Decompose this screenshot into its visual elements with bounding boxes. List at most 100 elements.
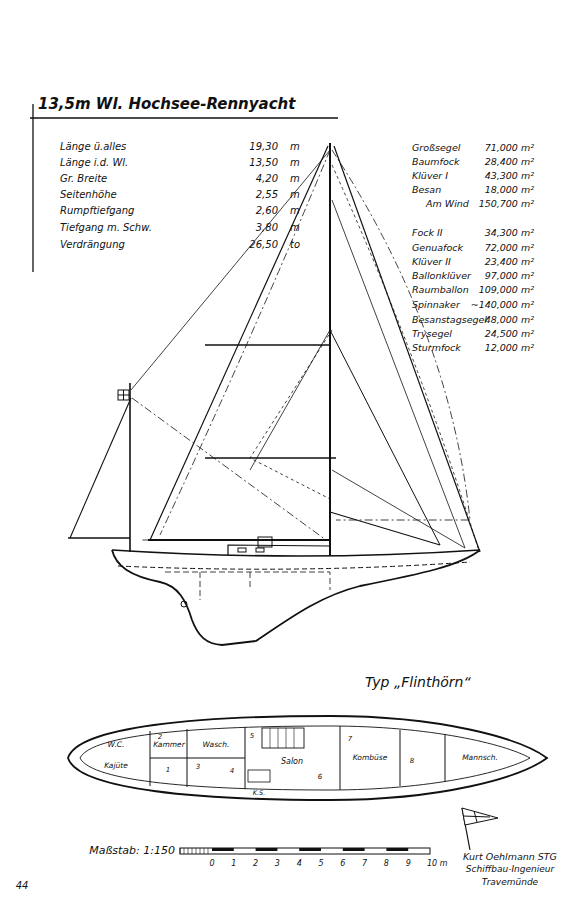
spec-unit: m: [290, 173, 300, 184]
scale-tick: [208, 848, 209, 854]
spec-value: 13,50: [249, 157, 278, 168]
page-number: 44: [16, 880, 29, 891]
spec-name: Seitenhöhe: [60, 189, 117, 200]
sail-name: Besanstagsegel: [412, 315, 487, 325]
triatic-stay: [131, 150, 330, 390]
deck-plan-outline: [68, 716, 547, 800]
genoa-outline: [250, 330, 332, 500]
stair-step: [286, 728, 287, 748]
sail-name: Klüver I: [412, 171, 448, 181]
room-label: Mannsch.: [462, 754, 498, 762]
scale-tick: [184, 848, 185, 854]
spreader-line: [205, 457, 336, 458]
sheer-line: [112, 550, 480, 556]
sail-name: Besan: [412, 185, 441, 195]
sail-name: Ballonklüver: [412, 271, 471, 281]
table-rule: [32, 104, 33, 272]
flag-cross: [123, 390, 124, 400]
scale-tick: [188, 848, 189, 854]
room-label: Kammer: [153, 741, 185, 749]
callout-number: 7: [348, 736, 352, 744]
sail-area: ~140,000 m²: [471, 300, 534, 310]
burgee: [462, 808, 498, 825]
scale-number: 2: [253, 860, 258, 869]
callout-number: 1: [166, 767, 170, 775]
spec-name: Gr. Breite: [60, 173, 107, 184]
spec-name: Tiefgang m. Schw.: [60, 222, 152, 233]
scale-segment: [256, 848, 278, 851]
scale-number: 4: [297, 860, 302, 869]
signature: Travemünde: [482, 878, 538, 888]
sail-area: 71,000 m²: [485, 143, 534, 153]
spreader-line: [205, 344, 330, 345]
deckhouse-window: [238, 548, 246, 552]
spec-value: 19,30: [249, 141, 278, 152]
sail-area: 34,300 m²: [485, 228, 534, 238]
mainsail-leech: [150, 146, 328, 540]
spec-value: 4,20: [256, 173, 278, 184]
spec-value: 26,50: [249, 239, 278, 250]
rudder-pin: [181, 601, 187, 607]
sail-area: 150,700 m²: [479, 199, 534, 209]
sail-area: 28,400 m²: [485, 157, 534, 167]
deckhouse: [228, 545, 330, 556]
table-outline: [248, 770, 270, 782]
spec-name: Länge ü.alles: [60, 141, 126, 152]
sail-name: Trysegel: [412, 329, 452, 339]
callout-number: 8: [410, 758, 414, 766]
callout-number: 6: [318, 774, 322, 782]
sail-name: Großsegel: [412, 143, 460, 153]
sail-area: 24,500 m²: [485, 329, 534, 339]
mizzen-boom: [68, 537, 130, 539]
scale-number: 7: [362, 860, 367, 869]
type-name: Typ „Flinthörn“: [365, 675, 471, 690]
sail-area: 43,300 m²: [485, 171, 534, 181]
hatch: [258, 537, 272, 547]
sail-area: 109,000 m²: [479, 285, 534, 295]
forestay: [334, 146, 480, 552]
spec-value: 2,60: [256, 205, 278, 216]
scale-frame: [180, 848, 430, 854]
scale-tick: [200, 848, 201, 854]
sail-name: Fock II: [412, 228, 443, 238]
mizzen-mast: [129, 383, 131, 552]
spec-name: Verdrängung: [60, 239, 125, 250]
staysail-luff: [330, 330, 440, 545]
flag: [118, 390, 129, 400]
title: 13,5m Wl. Hochsee-Rennyacht: [38, 96, 295, 113]
callout-number: 4: [230, 768, 234, 776]
sail-area: 18,000 m²: [485, 185, 534, 195]
scale-number: 1: [231, 860, 236, 869]
sail-name: Sturmfock: [412, 343, 461, 353]
sail-area: 72,000 m²: [485, 243, 534, 253]
scale-segment: [299, 848, 321, 851]
sail-name: Am Wind: [426, 199, 469, 209]
callout-number: 5: [250, 733, 254, 741]
mizzen-leech: [70, 398, 131, 538]
sail-area: 48,000 m²: [485, 315, 534, 325]
spec-name: Länge i.d. Wl.: [60, 157, 128, 168]
scale-segment: [212, 848, 234, 851]
sail-name: Raumballon: [412, 285, 469, 295]
mizzen-staysail-outline: [132, 398, 326, 540]
staysail-boom: [330, 512, 440, 545]
room-label: W.C.: [108, 741, 125, 749]
room-label: Kajüte: [104, 762, 128, 770]
spec-value: 2,55: [256, 189, 278, 200]
scale-number: 10 m: [427, 860, 448, 869]
deck-plan-inner: [80, 726, 530, 790]
companionway: [262, 728, 304, 748]
spec-unit: m: [290, 189, 300, 200]
room-label: Salon: [281, 758, 303, 767]
scale-number: 3: [275, 860, 280, 869]
sail-name: Genuafock: [412, 243, 463, 253]
spec-unit: m: [290, 141, 300, 152]
callout-number: 3: [196, 764, 200, 772]
spec-unit: m: [290, 157, 300, 168]
title-rule: [30, 117, 338, 119]
waterline: [118, 562, 470, 569]
scale-bar: [180, 848, 430, 854]
scale-number: 0: [209, 860, 214, 869]
scale-tick: [192, 848, 193, 854]
scale-number: 6: [340, 860, 345, 869]
